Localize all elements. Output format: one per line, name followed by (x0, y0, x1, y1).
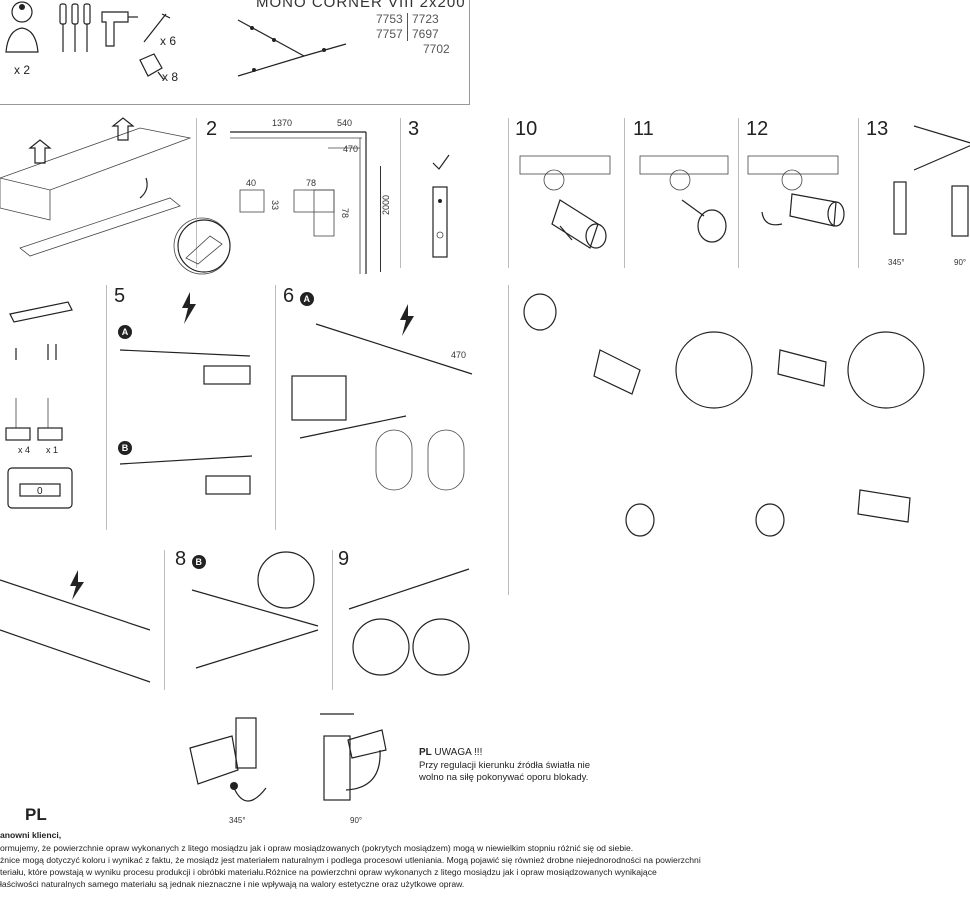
rotation-345-label: 345° (888, 258, 905, 267)
step-13-number: 13 (866, 118, 889, 140)
person-qty: x 2 (14, 63, 31, 77)
letter-greeting: anowni klienci, (0, 830, 62, 840)
panel-divider (508, 118, 509, 268)
step-12-number: 12 (746, 118, 769, 140)
letter-line: ormujemy, że powierzchnie opraw wykonany… (0, 843, 634, 853)
step-11-number: 11 (633, 118, 654, 140)
power-icon (182, 292, 196, 324)
step-2-number: 2 (206, 118, 218, 140)
dim-540: 540 (337, 118, 353, 128)
screwdriver-icon (59, 3, 91, 52)
dim-78: 78 (306, 178, 317, 188)
rotation-limit-345-drawing (189, 717, 267, 802)
step8-drawing (191, 551, 319, 669)
panel-divider (508, 285, 509, 595)
notice-title: PL UWAGA !!! (419, 747, 483, 758)
step-9-number: 9 (338, 548, 350, 570)
rotation-90-label: 90° (350, 816, 363, 825)
model-code: 7702 (423, 42, 450, 56)
language-heading: PL (25, 805, 47, 824)
model-code: 7757 (376, 27, 403, 41)
notice-text: Przy regulacji kierunku źródła światła n… (419, 760, 591, 783)
dim-40: 40 (246, 178, 257, 188)
panel-divider (106, 285, 107, 530)
panel-divider (738, 118, 739, 268)
step-8-number: 8 B (175, 548, 206, 571)
step12-spot-drawing (747, 155, 845, 227)
spot-adjustment-drawings (523, 293, 925, 537)
step11-spot-drawing (639, 155, 729, 243)
dim-1370: 1370 (272, 118, 293, 128)
bulb-icon (139, 53, 165, 81)
count-x1: x 1 (46, 445, 59, 455)
bulbs-qty: x 8 (162, 70, 179, 84)
rotation-345-label: 345° (229, 816, 246, 825)
count-x4: x 4 (18, 445, 31, 455)
panel-divider (624, 118, 625, 268)
panel-divider (196, 118, 197, 268)
step-10-number: 10 (515, 118, 538, 140)
screw-icon (143, 13, 171, 43)
rotation-90-label: 90° (954, 258, 967, 267)
step3-hanger-drawing (432, 154, 450, 258)
variant-b-badge: B (191, 555, 206, 569)
step7-drawing (0, 570, 151, 683)
variant-a-badge: A (299, 292, 314, 306)
panel-divider (275, 285, 276, 530)
model-code: 7753 (376, 12, 403, 26)
panel-divider (332, 550, 333, 690)
step6-wiring-drawing (291, 323, 473, 491)
step4-drawing (5, 301, 73, 509)
variant-b-badge: B (118, 438, 132, 456)
dim-470: 470 (343, 144, 359, 154)
letter-line: łaściwości naturalnych samego materiału … (0, 879, 465, 889)
block-label: 0 (37, 486, 43, 497)
step-6-number: 6 A (283, 285, 314, 308)
model-title: MONO CORNER VIII 2x200 (256, 0, 466, 11)
step1-packaging-drawing (0, 117, 231, 275)
letter-line: żnice mogą dotyczyć koloru i wynikać z f… (0, 855, 701, 865)
step9-drawing (348, 568, 470, 676)
panel-divider (400, 118, 401, 268)
corner-connector-zoom (177, 219, 231, 273)
panel-divider (858, 118, 859, 268)
step2-dimension-drawing (230, 131, 381, 274)
step13-drawing (893, 125, 970, 237)
step10-spot-drawing (519, 155, 611, 249)
step-3-number: 3 (408, 118, 420, 140)
panel-divider (164, 550, 165, 690)
letter-line: teriału, które powstają w wyniku procesu… (0, 867, 657, 877)
step5-wiring-drawing (119, 349, 253, 495)
installer-person-icon (5, 1, 39, 53)
power-icon (400, 304, 414, 336)
step-5-number: 5 (114, 285, 126, 307)
variant-a-badge: A (118, 322, 132, 340)
drill-icon (101, 11, 138, 47)
code-divider (407, 13, 408, 41)
screws-qty: x 6 (160, 34, 177, 48)
dim-470b: 470 (451, 350, 467, 360)
model-code: 7697 (412, 27, 439, 41)
header-box (0, 0, 470, 105)
rotation-limit-90-drawing (320, 713, 387, 801)
corner-track-drawing (237, 19, 347, 77)
model-code: 7723 (412, 12, 439, 26)
